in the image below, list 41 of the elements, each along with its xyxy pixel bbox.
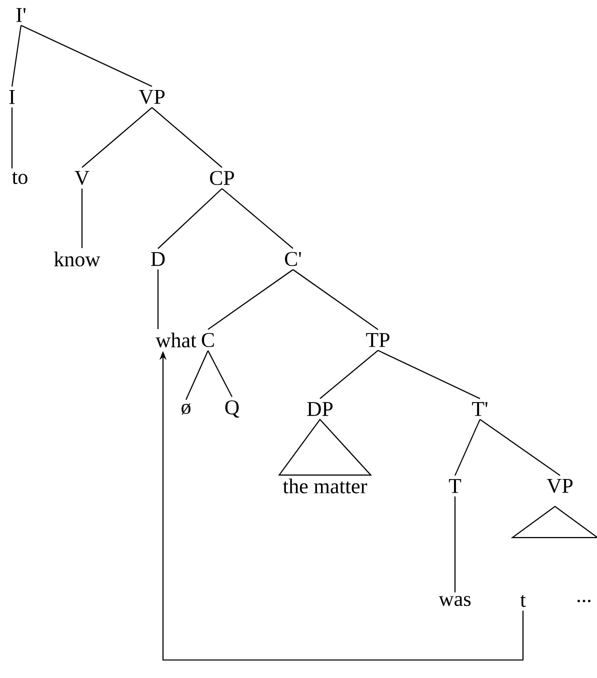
tree-label: D: [151, 252, 165, 266]
branch-line: [81, 188, 83, 248]
tree-label: ø: [181, 403, 190, 415]
branch-line: [11, 25, 22, 87]
tree-label: the matter: [282, 478, 368, 494]
branch-line: [378, 350, 480, 400]
tree-label: T: [448, 479, 462, 493]
tree-label: VP: [138, 90, 165, 104]
branch-line: [454, 496, 456, 592]
branch-line: [222, 188, 294, 249]
branch-line: [186, 350, 208, 400]
branch-line: [480, 418, 560, 476]
tree-label: I: [9, 90, 15, 104]
tree-label: C': [284, 252, 301, 266]
roof-triangle: [510, 506, 597, 538]
tree-label: to: [12, 172, 28, 184]
tree-label: DP: [307, 402, 333, 416]
tree-label: what: [156, 332, 196, 348]
branch-line: [292, 269, 378, 330]
branch-line: [320, 350, 378, 399]
tree-label: TP: [366, 333, 390, 347]
branch-line: [11, 107, 13, 168]
branch-line: [454, 419, 480, 476]
tree-label: ...: [578, 600, 590, 602]
tree-label: V: [74, 170, 90, 186]
tree-label: t: [520, 594, 526, 608]
branch-line: [158, 188, 222, 249]
tree-label: VP: [546, 478, 573, 494]
branch-line: [82, 107, 152, 168]
tree-label: CP: [210, 170, 234, 186]
branch-line: [208, 269, 294, 330]
branch-line: [152, 107, 222, 168]
tree-label: Q: [225, 400, 240, 418]
tree-label: was: [438, 596, 471, 606]
branch-line: [208, 350, 232, 398]
tree-label: I': [16, 8, 26, 22]
branch-line: [157, 269, 159, 330]
tree-label: T': [472, 402, 488, 416]
tree-label: know: [54, 252, 100, 266]
tree-label: C: [202, 332, 214, 348]
branch-line: [20, 24, 152, 87]
